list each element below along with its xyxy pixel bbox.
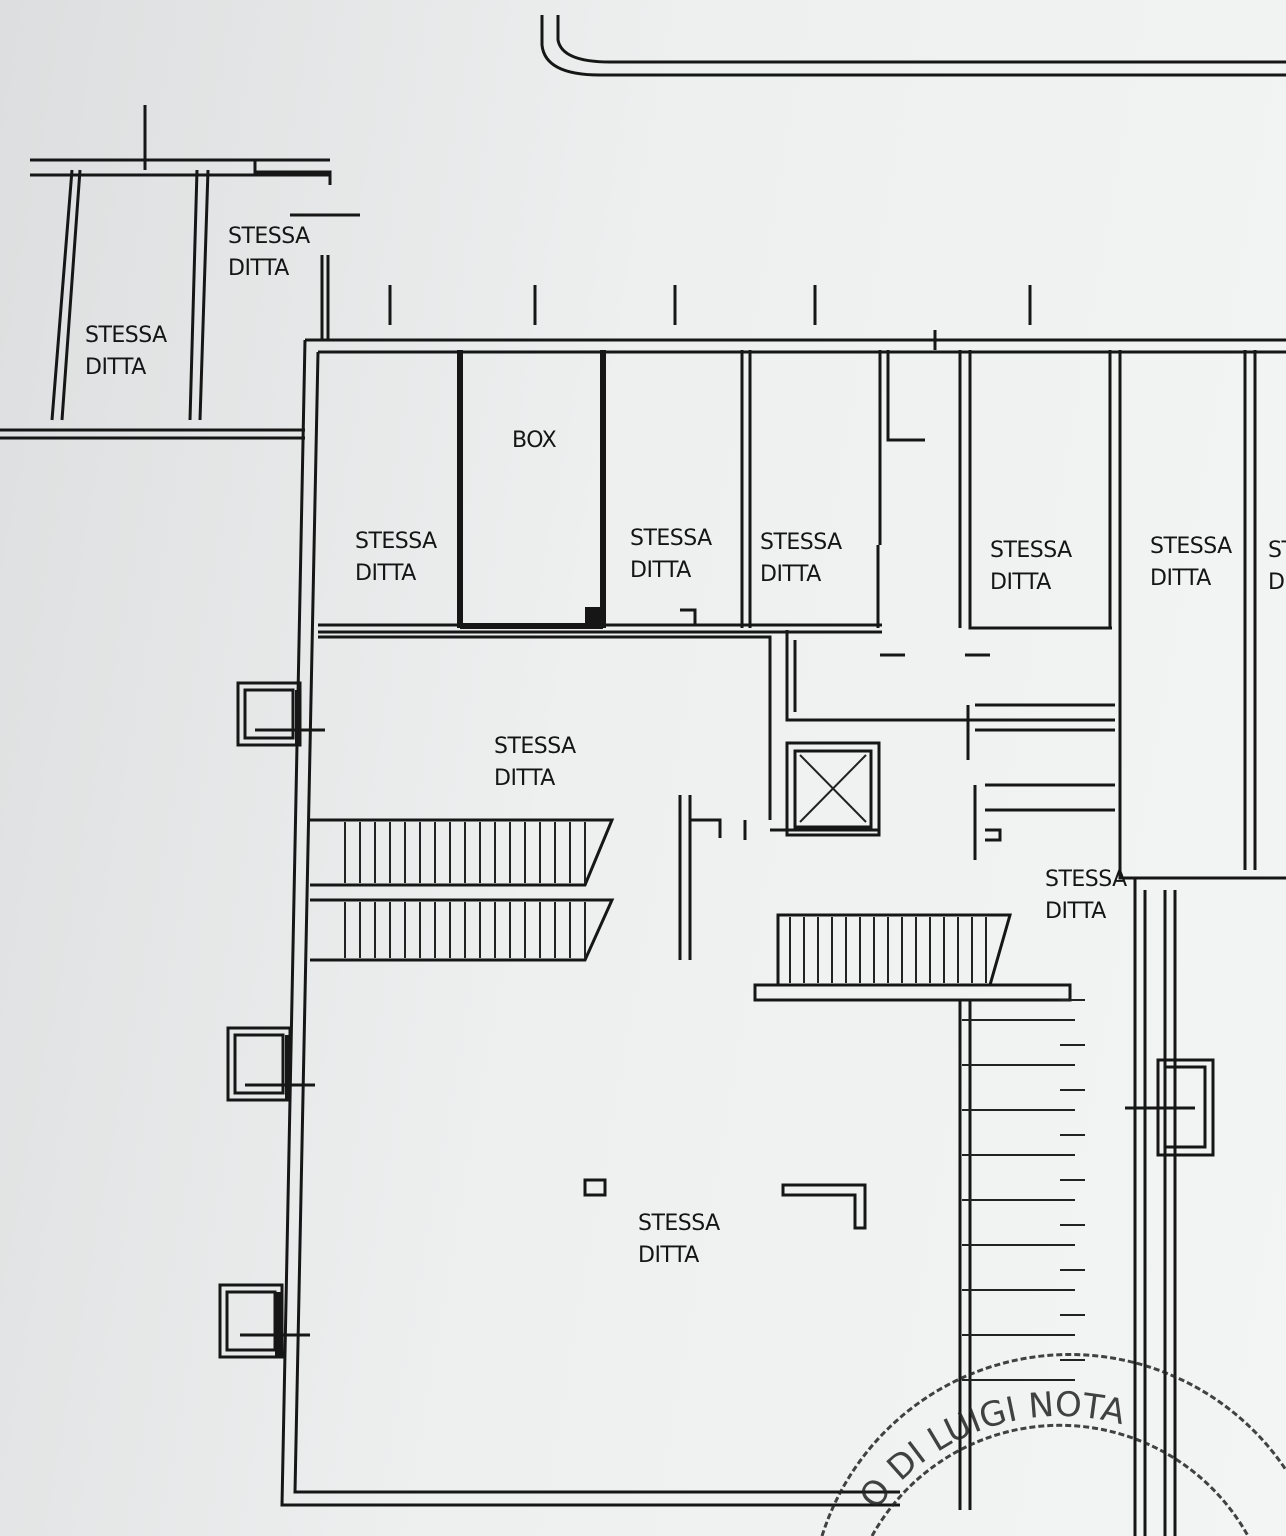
notary-stamp: O DI LUIGI NOTA (820, 1353, 1286, 1536)
road-curve-inner (556, 15, 1286, 64)
room-label-g3: STESSA (630, 526, 712, 551)
windows (218, 681, 1215, 1359)
pillar (583, 1178, 607, 1197)
stamp-inner-ring (870, 1423, 1250, 1536)
elevator-shaft (785, 741, 881, 837)
room-label-big: STESSA (638, 1211, 720, 1236)
stamp-outer-ring (820, 1353, 1286, 1536)
room-label-g7: ST (1268, 538, 1286, 563)
room-labels: STESSA DITTA STESSA DITTA STESSA DITTA BOX STES… (85, 224, 1286, 1268)
right-wall (1133, 878, 1177, 1536)
stamp-label: O DI LUIGI NOTA (852, 1385, 1129, 1517)
room-label-g5: STESSA (990, 538, 1072, 563)
room-label-g4: STESSA (760, 530, 842, 555)
room-label-right: DITTA (1045, 899, 1106, 924)
middle-area (318, 630, 1115, 960)
room-label-mid: STESSA (494, 734, 576, 759)
room-label-tl1: STESSA (85, 323, 167, 348)
room-label-g3: DITTA (630, 558, 691, 583)
room-label-g1: STESSA (355, 529, 437, 554)
room-label-g5: DITTA (990, 570, 1051, 595)
top-left-units (0, 105, 360, 440)
staircase-center (753, 913, 1072, 1002)
room-label-tl2: DITTA (228, 256, 289, 281)
room-label-g6: DITTA (1150, 566, 1211, 591)
room-label-mid: DITTA (494, 766, 555, 791)
room-label-g6: STESSA (1150, 534, 1232, 559)
garage-row (318, 350, 1286, 880)
room-label-right: STESSA (1045, 867, 1127, 892)
stamp-text: O DI LUIGI NOTA (852, 1385, 1129, 1517)
ramp-steps (958, 999, 1085, 1510)
staircase-left (310, 818, 987, 983)
road-curve (540, 15, 1286, 77)
room-label-box: BOX (512, 428, 557, 453)
room-label-big: DITTA (638, 1243, 699, 1268)
room-label-g7: DI (1268, 570, 1286, 595)
room-label-tl1: DITTA (85, 355, 146, 380)
room-label-g1: DITTA (355, 561, 416, 586)
wall-fragment (781, 1183, 867, 1230)
room-label-tl2: STESSA (228, 224, 310, 249)
room-label-g4: DITTA (760, 562, 821, 587)
